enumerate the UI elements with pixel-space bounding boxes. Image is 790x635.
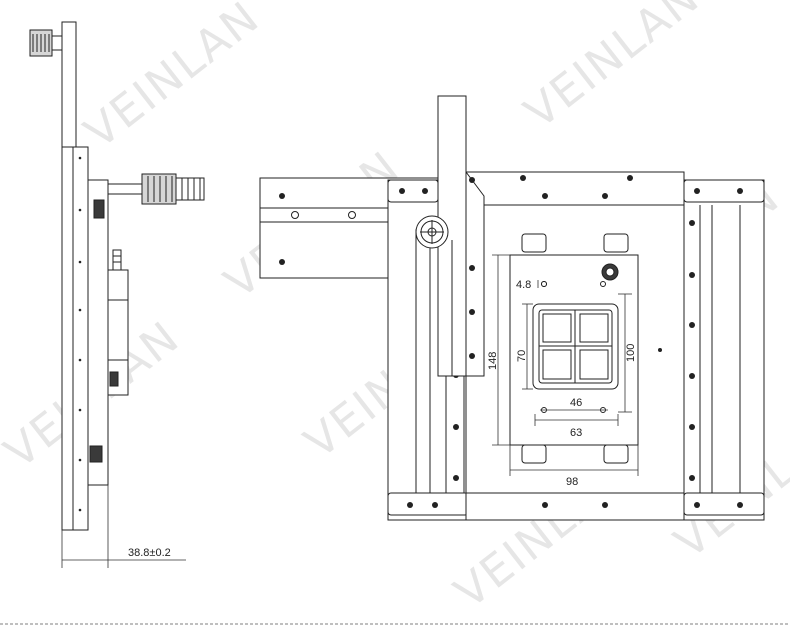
dim-label-side-thickness: 38.8±0.2 — [128, 547, 171, 559]
dimension-lines: 148 70 100 46 63 98 4.8 — [487, 254, 639, 488]
bolt-holes — [399, 175, 743, 508]
side-view: 38.8±0.2 — [29, 21, 205, 568]
watermark: VEINLAN — [75, 0, 269, 159]
dim-label-window-height: 70 — [516, 350, 528, 362]
side-shaft — [107, 183, 143, 195]
dim-label-inner-width: 63 — [570, 427, 582, 439]
dim-side-thickness: 38.8±0.2 — [61, 485, 186, 568]
dim-label-inner-height: 100 — [625, 344, 637, 362]
side-body-holes — [78, 156, 82, 512]
dim-label-hole-diameter: 4.8 — [516, 279, 531, 291]
dim-label-overall-width: 98 — [566, 476, 578, 488]
dim-label-hole-pitch: 46 — [570, 397, 582, 409]
side-body — [61, 146, 89, 531]
watermark: VEINLAN — [515, 0, 709, 139]
front-view — [259, 95, 765, 521]
dim-label-overall-height: 148 — [487, 352, 499, 370]
side-knob — [141, 173, 177, 205]
